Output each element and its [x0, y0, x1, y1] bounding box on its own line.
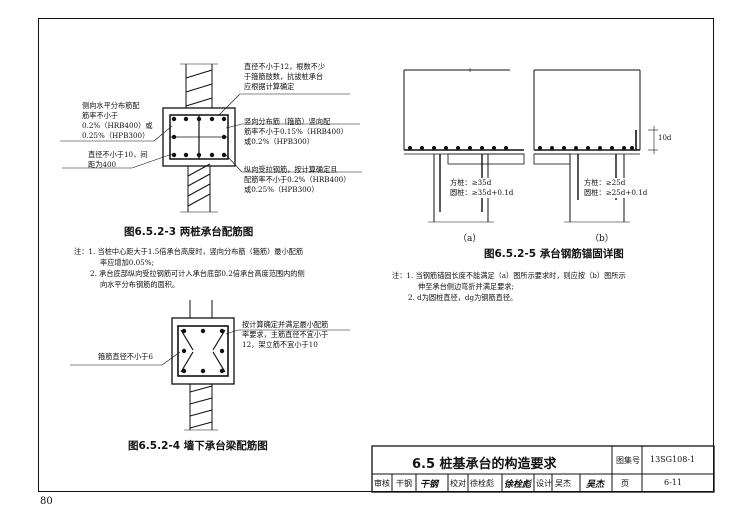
atlas-label: 图集号: [616, 456, 640, 465]
fig523-label-right2: 纵向受拉钢筋，按计算确定且 配筋率不小于0.2%（HRB400） 或0.25%（…: [244, 165, 351, 194]
page-number: 80: [40, 496, 53, 507]
review-name: 干钢: [396, 479, 412, 488]
design-signature: 吴杰: [586, 480, 605, 490]
review-signature: 干钢: [420, 480, 439, 490]
fig524-caption: 图6.5.2-4 墙下承台梁配筋图: [128, 440, 268, 452]
check-signature: 徐栓彪: [504, 480, 532, 490]
fig524-stirrup: [177, 325, 229, 377]
fig524-beam-outline: [171, 317, 235, 385]
notes523: 注：1. 当桩中心距大于1.5倍承台高度时，竖向分布筋（箍筋）最小配筋 率应增加…: [74, 247, 305, 289]
fig523-label-top: 直径不小于12，根数不少 于箍筋肢数，抗拔桩承台 应根据计算确定: [244, 62, 326, 91]
fig523-caption: 图6.5.2-3 两桩承台配筋图: [124, 226, 254, 238]
fig525-dim-10d: 10d: [658, 134, 672, 142]
page-label: 页: [621, 479, 629, 488]
notes525: 注：1. 当钢筋锚固长度不能满足（a）图所示要求时，则应按（b）图所示 伸至承台…: [392, 271, 626, 302]
fig525-sub-b: （b）: [590, 234, 614, 244]
atlas-number: 13SG108-1: [650, 455, 696, 464]
check-name: 徐栓彪: [470, 479, 494, 488]
check-label: 校对: [450, 479, 466, 488]
fig524-label-left: 箍筋直径不小于6: [98, 352, 153, 361]
fig525-caption: 图6.5.2-5 承台钢筋锚固详图: [484, 248, 624, 260]
fig525b-text: 方桩：≥25d 圆桩：≥25d+0.1d: [584, 178, 648, 198]
fig523-label-left2: 直径不小于10，间 距为400: [88, 150, 148, 169]
fig524-label-right: 按计算确定并满足最小配筋 率要求，主筋直径不宜小于 12，架立筋不宜小于10: [242, 320, 329, 349]
title-block-title: 6.5 桩基承台的构造要求: [412, 457, 557, 472]
design-label: 设计: [536, 479, 552, 488]
fig523-label-right1: 竖向分布筋（箍筋）竖向配 筋率不小于0.15%（HRB400） 或0.2%（HP…: [244, 117, 348, 146]
fig523-cap-outline: [162, 107, 236, 167]
review-label: 审核: [374, 479, 390, 488]
fig523-label-left: 侧向水平分布筋配 筋率不小于 0.2%（HRB400）或 0.25%（HPB30…: [82, 101, 153, 140]
fig525a-text: 方桩：≥35d 圆桩：≥35d+0.1d: [450, 178, 514, 198]
sheet-page-number: 6-11: [664, 478, 682, 487]
fig525-sub-a: （a）: [458, 234, 482, 244]
design-name: 吴杰: [555, 479, 571, 488]
